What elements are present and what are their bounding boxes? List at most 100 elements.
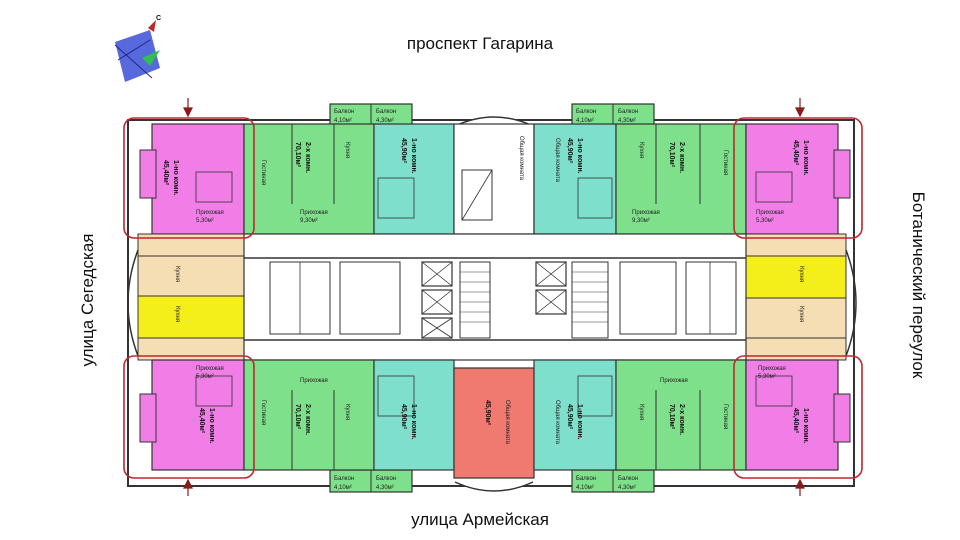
svg-text:Кухня: Кухня	[638, 404, 644, 420]
svg-text:Балкон: Балкон	[334, 476, 354, 482]
svg-text:5,30м²: 5,30м²	[196, 218, 214, 224]
svg-text:Общая комната: Общая комната	[504, 400, 510, 445]
svg-text:45,90м²: 45,90м²	[400, 404, 407, 430]
stairwell-top	[461, 169, 493, 221]
svg-text:Прихожая: Прихожая	[756, 210, 784, 216]
apartment-tan-left: Кухня	[137, 233, 245, 297]
svg-text:2-х комн.: 2-х комн.	[678, 142, 685, 173]
apartment-pink-bottom-right: Прихожая 5,30м² 1-но комн. 45,40м²	[745, 359, 851, 471]
svg-text:Кухня: Кухня	[174, 306, 180, 322]
svg-text:45,90м²: 45,90м²	[400, 138, 407, 164]
svg-text:70,10м²: 70,10м²	[668, 142, 675, 168]
highlight-frame-bottom-right	[733, 355, 863, 479]
apartment-yellow-right: Кухня	[745, 233, 847, 299]
svg-text:Прихожая: Прихожая	[758, 366, 786, 372]
apartment-pink-bottom-left: Прихожая 5,30м² 1-но комн. 45,40м²	[139, 359, 245, 471]
svg-text:Гостиная: Гостиная	[722, 404, 728, 429]
svg-text:5,30м²: 5,30м²	[758, 374, 776, 380]
svg-text:45,90м²: 45,90м²	[566, 138, 573, 164]
apartment-pink-top-right: 1-но комн. 45,40м² Прихожая 5,30м²	[745, 123, 851, 235]
svg-text:1-но комн.: 1-но комн.	[802, 140, 809, 176]
svg-text:4,30м²: 4,30м²	[376, 485, 394, 491]
svg-text:Прихожая: Прихожая	[196, 366, 224, 372]
svg-text:1-но комн.: 1-но комн.	[576, 404, 583, 440]
arrow-up-icon	[183, 478, 193, 496]
svg-text:1-но комн.: 1-но комн.	[802, 408, 809, 444]
svg-text:Балкон: Балкон	[376, 476, 396, 482]
svg-text:Общая комната: Общая комната	[554, 400, 560, 445]
svg-text:Прихожая: Прихожая	[300, 210, 328, 216]
svg-text:Прихожая: Прихожая	[660, 378, 688, 384]
svg-text:Кухня: Кухня	[798, 306, 804, 322]
street-label-top: проспект Гагарина	[406, 34, 554, 53]
apartment-aqua-bottom-left: 1-но комн. 45,90м²	[373, 359, 455, 471]
svg-text:45,40м²: 45,40м²	[792, 140, 799, 166]
building-core	[243, 233, 747, 361]
svg-text:4,30м²: 4,30м²	[618, 485, 636, 491]
svg-text:1-но комн.: 1-но комн.	[172, 160, 179, 196]
balcony-bottom-right: Балкон 4,10м² Балкон 4,30м²	[571, 469, 655, 493]
svg-text:Кухня: Кухня	[638, 142, 644, 158]
svg-text:Балкон: Балкон	[576, 109, 596, 115]
apartment-green-top-right: Кухня 2-х комн. 70,10м² Гостиная Прихожа…	[615, 123, 747, 235]
svg-text:Прихожая: Прихожая	[300, 378, 328, 384]
apartment-green-top-left: Гостиная 2-х комн. 70,10м² Кухня Прихожа…	[243, 123, 375, 235]
highlight-frame-bottom-left	[123, 355, 255, 479]
svg-text:Кухня: Кухня	[344, 404, 350, 420]
apartment-aqua-top-right: Общая комната 1-но комн. 45,90м²	[533, 123, 617, 235]
apartment-aqua-top-left: 1-но комн. 45,90м²	[373, 123, 455, 235]
balcony-top-right: Балкон 4,10м² Балкон 4,30м²	[571, 103, 655, 127]
svg-text:5,30м²: 5,30м²	[756, 218, 774, 224]
svg-text:4,10м²: 4,10м²	[334, 485, 352, 491]
svg-text:45,40м²: 45,40м²	[792, 408, 799, 434]
svg-text:4,10м²: 4,10м²	[576, 118, 594, 124]
svg-text:4,30м²: 4,30м²	[376, 118, 394, 124]
svg-text:Гостиная: Гостиная	[722, 150, 728, 175]
svg-text:4,10м²: 4,10м²	[334, 118, 352, 124]
svg-text:Гостиная: Гостиная	[260, 160, 266, 185]
apartment-yellow-left: Кухня	[137, 295, 245, 361]
svg-text:5,30м²: 5,30м²	[196, 374, 214, 380]
compass-north-label: С	[156, 15, 161, 22]
apartment-green-bottom-left: Прихожая Гостиная 2-х комн. 70,10м² Кухн…	[243, 359, 375, 471]
arrow-up-icon	[795, 478, 805, 496]
svg-text:9,30м²: 9,30м²	[632, 218, 650, 224]
apartment-aqua-bottom-right: Общая комната 1-но комн. 45,90м²	[533, 359, 617, 471]
svg-text:4,30м²: 4,30м²	[618, 118, 636, 124]
svg-text:1-но комн.: 1-но комн.	[410, 404, 417, 440]
svg-text:45,40м²: 45,40м²	[198, 408, 205, 434]
svg-text:1-но комн.: 1-но комн.	[576, 138, 583, 174]
svg-text:4,10м²: 4,10м²	[576, 485, 594, 491]
svg-text:Балкон: Балкон	[334, 109, 354, 115]
svg-text:Балкон: Балкон	[576, 476, 596, 482]
street-label-bottom: улица Армейская	[411, 510, 549, 529]
compass-icon: С	[114, 15, 161, 82]
svg-text:1-но комн.: 1-но комн.	[410, 138, 417, 174]
svg-text:70,10м²: 70,10м²	[294, 142, 301, 168]
svg-text:Кухня: Кухня	[344, 142, 350, 158]
svg-text:Гостиная: Гостиная	[260, 400, 266, 425]
svg-text:Прихожая: Прихожая	[196, 210, 224, 216]
svg-text:Балкон: Балкон	[618, 476, 638, 482]
arrow-down-icon	[795, 98, 805, 118]
svg-text:45,90м²: 45,90м²	[484, 400, 491, 426]
apartment-tan-right: Кухня	[745, 297, 847, 361]
svg-text:2-х комн.: 2-х комн.	[678, 404, 685, 435]
svg-text:2-х комн.: 2-х комн.	[304, 142, 311, 173]
highlight-frame-top-right	[733, 117, 863, 239]
svg-text:Балкон: Балкон	[376, 109, 396, 115]
svg-text:Прихожая: Прихожая	[632, 210, 660, 216]
balcony-bottom-left: Балкон 4,10м² Балкон 4,30м²	[329, 469, 413, 493]
arrow-down-icon	[183, 98, 193, 118]
highlight-frame-top-left	[123, 117, 255, 239]
svg-text:Кухня: Кухня	[174, 266, 180, 282]
svg-text:2-х комн.: 2-х комн.	[304, 404, 311, 435]
apartment-red-bottom-center: 45,90м² Общая комната	[453, 367, 535, 479]
svg-text:Кухня: Кухня	[798, 266, 804, 282]
svg-text:70,10м²: 70,10м²	[294, 404, 301, 430]
apartment-pink-top-left: 1-но комн. 45,40м² Прихожая 5,30м²	[139, 123, 245, 235]
balcony-top-left: Балкон 4,10м² Балкон 4,30м²	[329, 103, 413, 127]
apartment-green-bottom-right: Прихожая Кухня 2-х комн. 70,10м² Гостина…	[615, 359, 747, 471]
svg-text:Общая комната: Общая комната	[518, 136, 524, 181]
